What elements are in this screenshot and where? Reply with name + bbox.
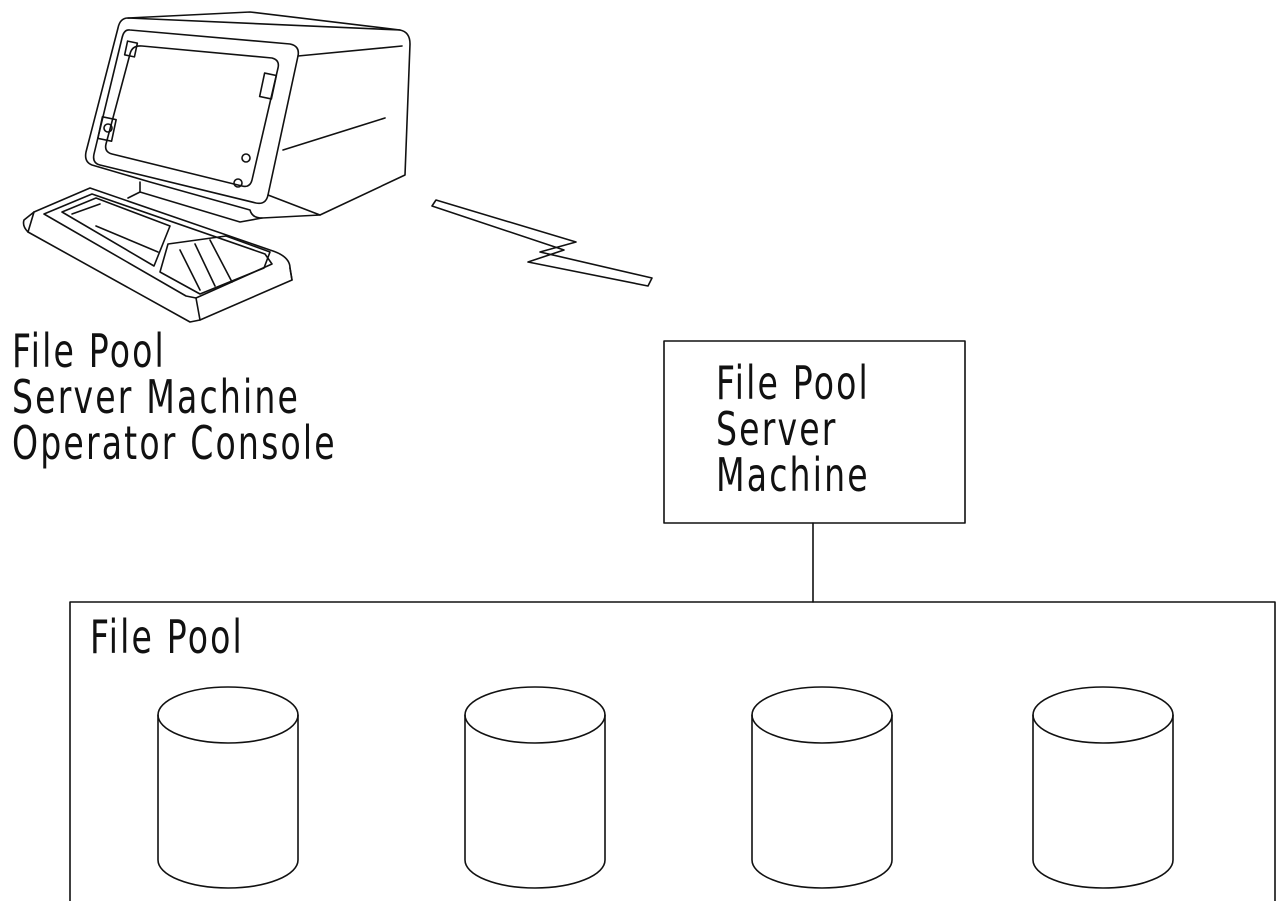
disk-storage-icon [157,686,299,889]
file-pool-container [69,601,1276,901]
console-label-line: Server Machine [12,370,301,424]
console-label-line: File Pool [12,324,166,378]
server-machine-label: File Pool Server Machine [716,360,870,498]
console-label: File Pool Server Machine Operator Consol… [12,328,337,466]
disk-storage-icon [1032,686,1174,889]
server-label-line: Server [716,402,838,456]
file-pool-label: File Pool [90,614,244,660]
server-label-line: Machine [716,448,870,502]
server-machine-box [663,340,966,524]
server-label-line: File Pool [716,356,870,410]
file-pool-label-text: File Pool [90,610,244,664]
communication-link-icon [431,199,653,287]
disk-storage-icon [464,686,606,889]
console-label-line: Operator Console [12,416,337,470]
terminal-icon [22,11,411,323]
disk-storage-icon [751,686,893,889]
